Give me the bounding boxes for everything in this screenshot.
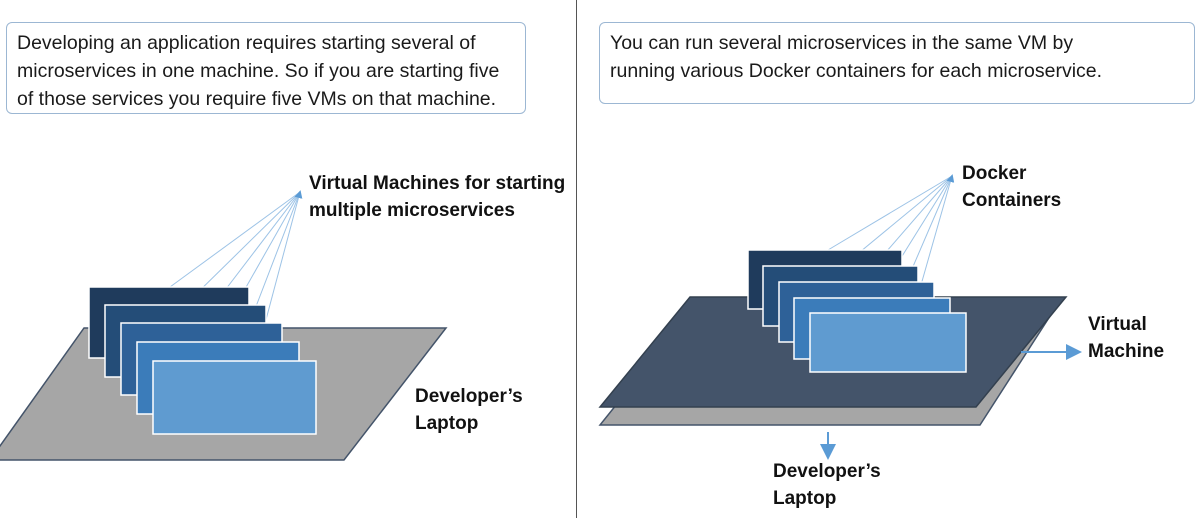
docker-container-box: [809, 312, 967, 373]
description-line: Developing an application requires start…: [17, 32, 476, 54]
virtual-machine-label: Virtual Machine: [1088, 314, 1165, 362]
description-line: microservices in one machine. So if you …: [17, 60, 500, 82]
developer-laptop-label: Developer’s Laptop: [773, 461, 881, 509]
description-line: You can run several microservices in the…: [610, 32, 1074, 54]
panel-divider: [576, 0, 577, 518]
vm-diagram: [0, 190, 448, 461]
docker-containers-label: Docker Containers: [962, 163, 1062, 211]
virtual-machine-box: [152, 360, 317, 435]
docker-diagram: [598, 174, 1082, 460]
docker-approach-panel: You can run several microservices in the…: [578, 0, 1204, 518]
vm-approach-panel: Developing an application requires start…: [0, 0, 576, 518]
description-line: running various Docker containers for ea…: [610, 60, 1103, 82]
developer-laptop-label: Developer’s Laptop: [415, 386, 523, 434]
virtual-machines-label: Virtual Machines for starting multiple m…: [309, 173, 566, 221]
description-line: of those services you require five VMs o…: [17, 88, 497, 110]
docker-approach-description: You can run several microservices in the…: [599, 22, 1195, 104]
vm-approach-description: Developing an application requires start…: [6, 22, 526, 114]
